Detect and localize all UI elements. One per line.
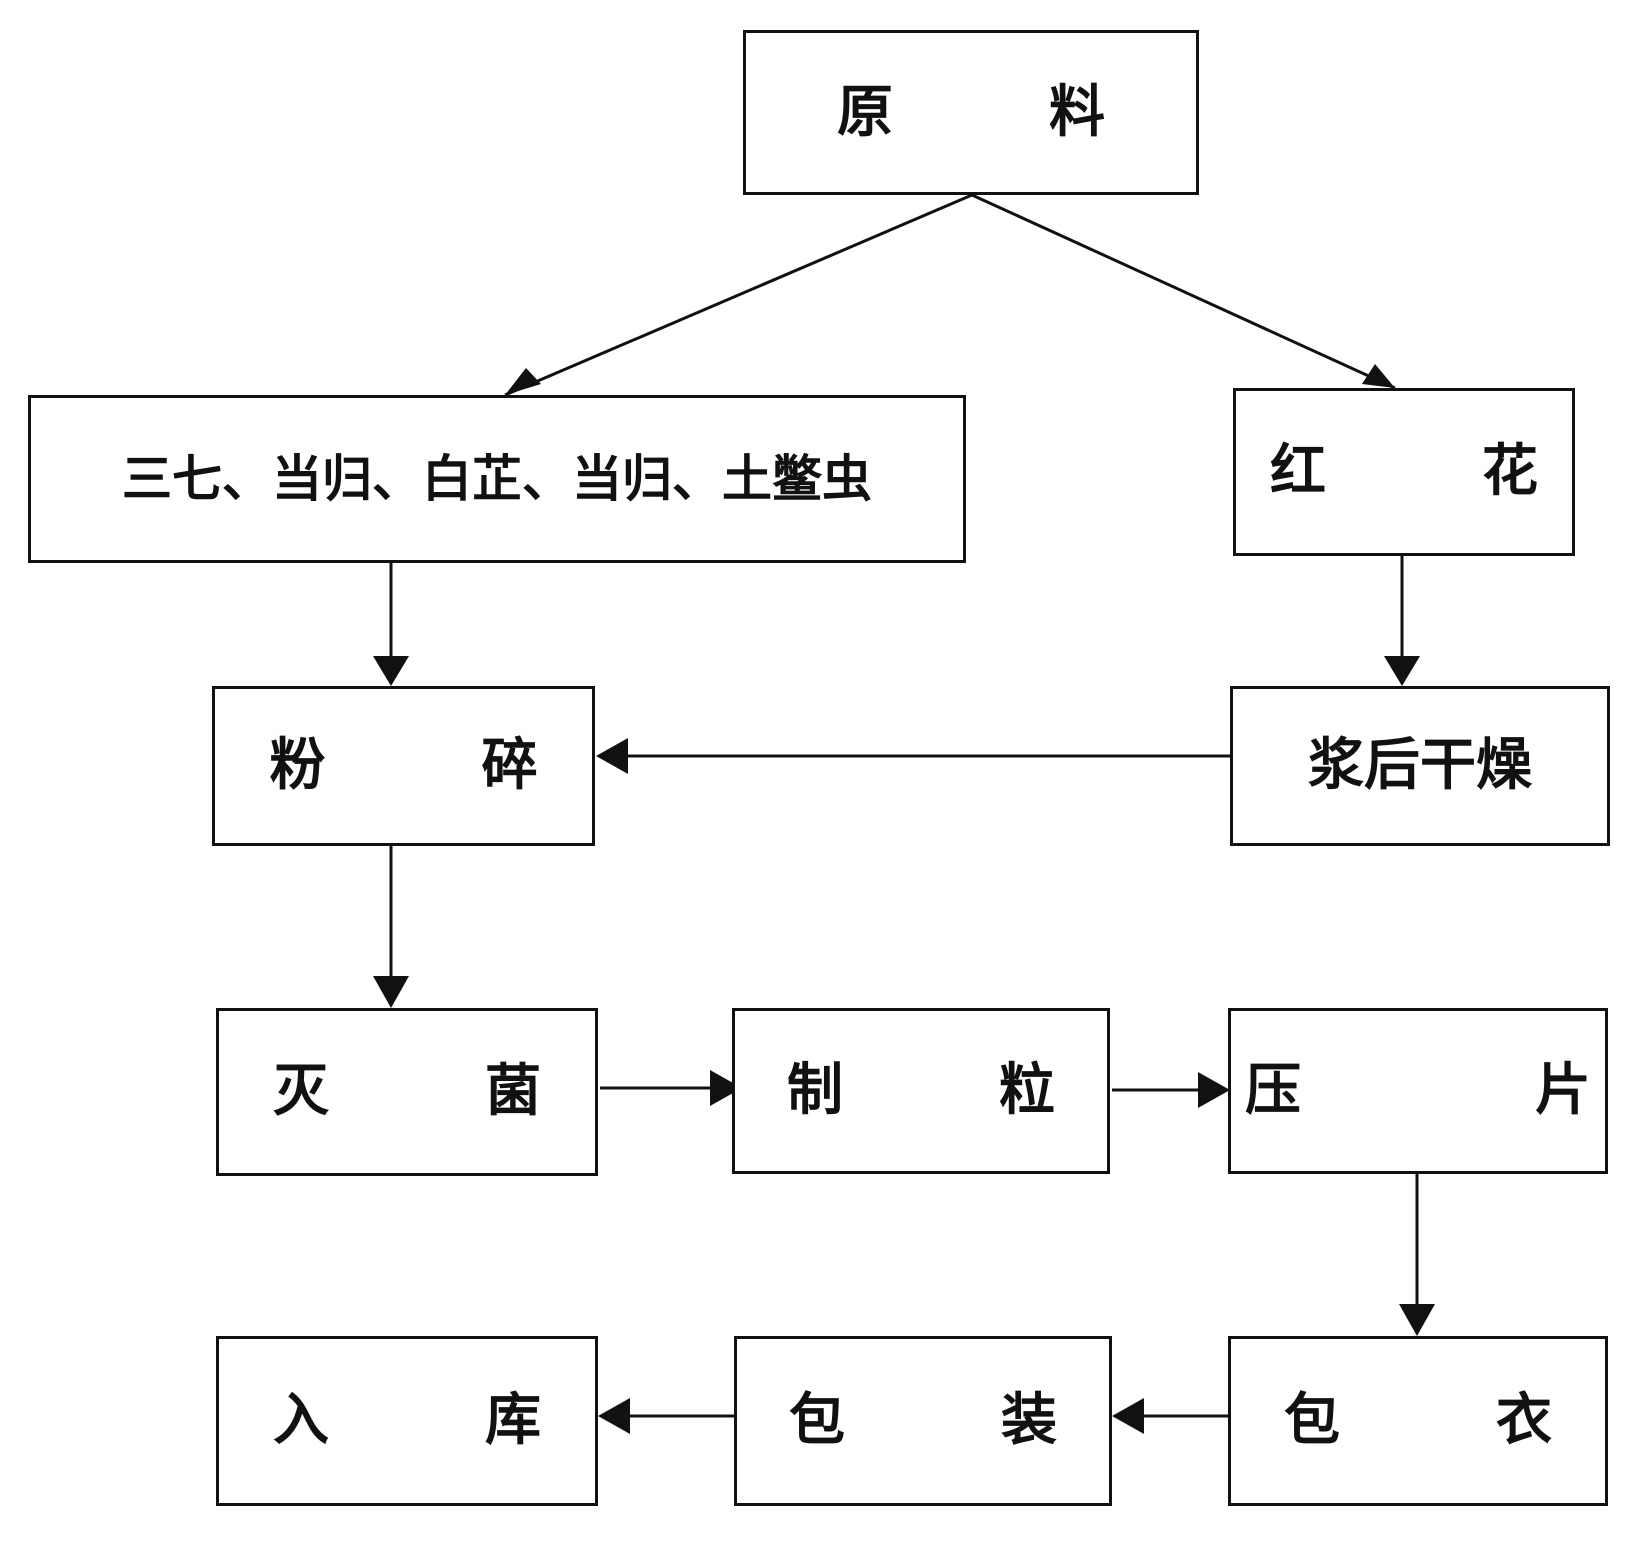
node-storage: 入 库	[216, 1336, 598, 1506]
arrowhead-coating-to-packaging	[1112, 1398, 1144, 1434]
arrow-raw-material-to-herbs	[505, 195, 972, 395]
arrowhead-tableting-to-coating	[1399, 1304, 1435, 1336]
node-safflower-label: 红 花	[1270, 444, 1538, 500]
node-tableting: 压 片	[1228, 1008, 1608, 1174]
node-sterilization-label: 灭 菌	[273, 1064, 541, 1120]
arrowhead-safflower-to-slurry-drying	[1384, 656, 1420, 686]
node-granulation-label: 制 粒	[787, 1063, 1055, 1119]
node-raw-material: 原 料	[743, 30, 1199, 195]
arrowhead-granulation-to-tableting	[1198, 1072, 1230, 1108]
node-herbs-label: 三七、当归、白芷、当归、土鳖虫	[122, 454, 872, 504]
node-packaging: 包 装	[734, 1336, 1112, 1506]
node-storage-label: 入 库	[273, 1393, 541, 1449]
node-coating: 包 衣	[1228, 1336, 1608, 1506]
node-herbs: 三七、当归、白芷、当归、土鳖虫	[28, 395, 966, 563]
arrow-raw-material-to-safflower	[972, 195, 1395, 388]
arrowhead-crushing-to-sterilization	[373, 976, 409, 1008]
node-sterilization: 灭 菌	[216, 1008, 598, 1176]
arrowhead-slurry-drying-to-crushing	[596, 738, 628, 774]
node-raw-material-label: 原 料	[837, 85, 1105, 141]
node-crushing: 粉 碎	[212, 686, 595, 846]
node-safflower: 红 花	[1233, 388, 1575, 556]
node-crushing-label: 粉 碎	[270, 738, 538, 794]
node-coating-label: 包 衣	[1284, 1393, 1552, 1449]
node-slurry-drying-label: 浆后干燥	[1308, 738, 1532, 794]
arrowhead-raw-material-to-herbs	[505, 368, 541, 395]
node-slurry-drying: 浆后干燥	[1230, 686, 1610, 846]
node-granulation: 制 粒	[732, 1008, 1110, 1174]
node-packaging-label: 包 装	[789, 1393, 1057, 1449]
arrowhead-packaging-to-storage	[598, 1398, 630, 1434]
node-tableting-label: 压 片	[1245, 1063, 1591, 1119]
arrowhead-herbs-to-crushing	[373, 656, 409, 686]
